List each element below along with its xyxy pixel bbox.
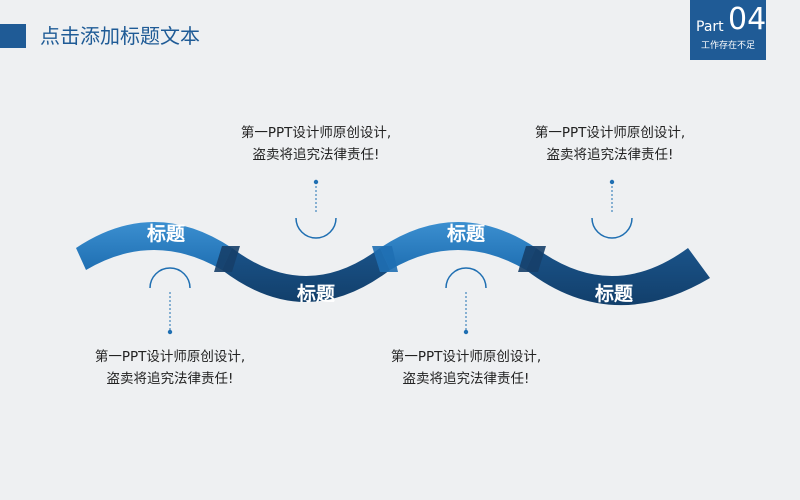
caption-3: 第一PPT设计师原创设计, 盗卖将追究法律责任! <box>356 346 576 390</box>
segment-label-4: 标题 <box>594 283 633 305</box>
wave-fold-2 <box>372 246 398 272</box>
wave-segment-4 <box>526 248 710 306</box>
caption-2-line-1: 第一PPT设计师原创设计, <box>240 125 392 141</box>
wave-segment-1 <box>76 222 232 270</box>
segment-label-1: 标题 <box>146 223 185 245</box>
wave-fold-3 <box>518 246 546 272</box>
caption-3-line-1: 第一PPT设计师原创设计, <box>390 349 542 365</box>
connector-dot-4 <box>609 179 615 185</box>
connector-arc-2 <box>295 217 337 239</box>
connector-arc-4 <box>591 217 633 239</box>
caption-2-line-2: 盗卖将追究法律责任! <box>252 147 380 163</box>
caption-1-line-1: 第一PPT设计师原创设计, <box>94 349 246 365</box>
caption-4-line-2: 盗卖将追究法律责任! <box>546 147 674 163</box>
wave-segment-2 <box>222 248 390 302</box>
caption-3-line-2: 盗卖将追究法律责任! <box>402 371 530 387</box>
connector-arc-1 <box>149 267 191 289</box>
connector-arc-3 <box>445 267 487 289</box>
segment-label-2: 标题 <box>296 283 335 305</box>
page-title: 点击添加标题文本 <box>40 24 200 48</box>
part-number: 04 <box>728 2 767 37</box>
header-accent-bar <box>0 24 26 48</box>
wave-fold-1 <box>214 246 240 272</box>
caption-1: 第一PPT设计师原创设计, 盗卖将追究法律责任! <box>60 346 280 390</box>
part-badge: Part 04 工作存在不足 <box>690 0 766 60</box>
caption-2: 第一PPT设计师原创设计, 盗卖将追究法律责任! <box>206 122 426 166</box>
wave-segment-3 <box>380 222 536 270</box>
caption-1-line-2: 盗卖将追究法律责任! <box>106 371 234 387</box>
caption-4-line-1: 第一PPT设计师原创设计, <box>534 125 686 141</box>
connector-dot-1 <box>167 329 173 335</box>
part-subtitle: 工作存在不足 <box>700 41 755 51</box>
connector-dot-2 <box>313 179 319 185</box>
part-label: Part <box>696 19 724 35</box>
connector-dot-3 <box>463 329 469 335</box>
caption-4: 第一PPT设计师原创设计, 盗卖将追究法律责任! <box>500 122 720 166</box>
segment-label-3: 标题 <box>446 223 485 245</box>
